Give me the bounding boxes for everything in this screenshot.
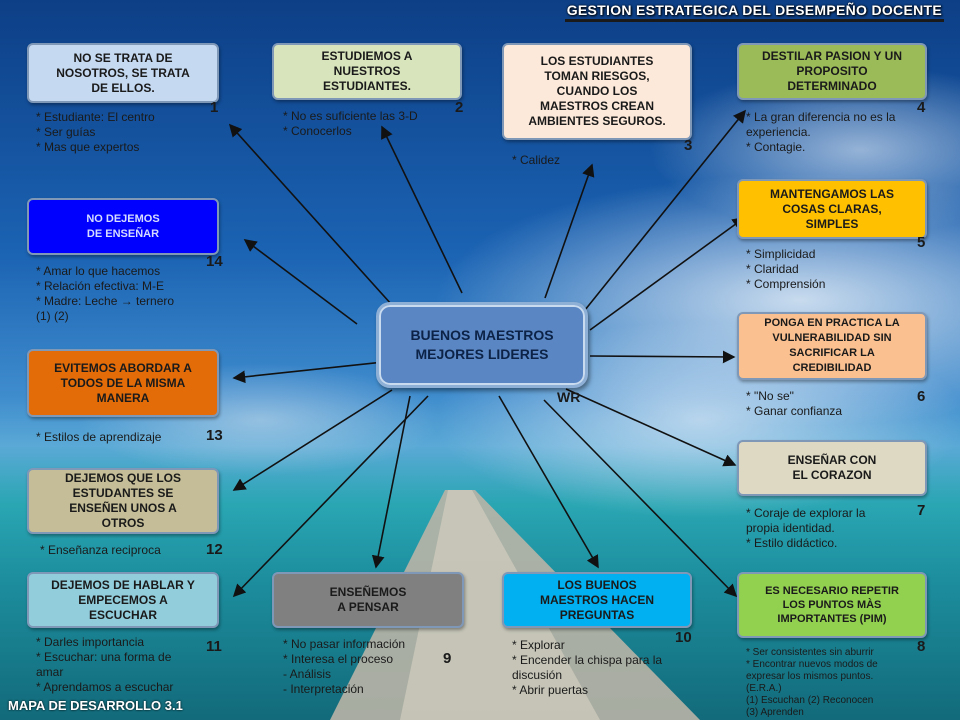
node-3: LOS ESTUDIANTES TOMAN RIESGOS, CUANDO LO… [502,43,692,140]
node-12-notes: * Enseñanza reciproca [40,543,161,557]
arrow-to-node-3 [544,163,595,299]
node-6-number: 6 [917,388,926,405]
node-12: DEJEMOS QUE LOS ESTUDANTES SE ENSEÑEN UN… [27,468,219,534]
arrow-to-node-11 [232,395,429,598]
node-2-notes: * No es suficiente las 3-D * Conocerlos [283,109,418,138]
node-11: DEJEMOS DE HABLAR Y EMPECEMOS A ESCUCHAR [27,572,219,628]
node-13: EVITEMOS ABORDAR A TODOS DE LA MISMA MAN… [27,349,219,417]
page-title: GESTION ESTRATEGICA DEL DESEMPEÑO DOCENT… [564,2,944,22]
node-1-number: 1 [210,99,219,116]
node-1-notes: * Estudiante: El centro * Ser guías * Ma… [36,110,155,154]
node-11-notes: * Darles importancia * Escuchar: una for… [36,635,174,694]
node-8-number: 8 [917,638,926,655]
node-12-number: 12 [206,541,223,558]
arrow-to-node-2 [381,125,463,294]
arrow-to-node-5 [589,217,746,331]
node-5-number: 5 [917,234,926,251]
node-9-number: 9 [443,650,452,667]
arrow-to-node-4 [584,109,747,311]
node-14-number: 14 [206,253,223,270]
node-7-notes: * Coraje de explorar la propia identidad… [746,506,866,550]
node-13-notes: * Estilos de aprendizaje [36,430,162,444]
node-14: NO DEJEMOS DE ENSEÑAR [27,198,219,255]
arrow-to-node-7 [565,388,737,467]
center-tag: WR [557,389,581,405]
node-2-number: 2 [455,99,464,116]
node-4: DESTILAR PASION Y UN PROPOSITO DETERMINA… [737,43,927,100]
node-13-number: 13 [206,427,223,444]
node-14-notes: * Amar lo que hacemos * Relación efectiv… [36,264,175,323]
arrow-to-node-13 [232,361,385,384]
node-9-notes: * No pasar información * Interesa el pro… [283,637,406,696]
node-7: ENSEÑAR CON EL CORAZON [737,440,927,496]
node-9: ENSEÑEMOS A PENSAR [272,572,464,628]
central-node: BUENOS MAESTROS MEJORES LIDERES [376,302,588,388]
node-10: LOS BUENOS MAESTROS HACEN PREGUNTAS [502,572,692,628]
node-5: MANTENGAMOS LAS COSAS CLARAS, SIMPLES [737,179,927,239]
node-1: NO SE TRATA DE NOSOTROS, SE TRATA DE ELL… [27,43,219,103]
node-8-notes: * Ser consistentes sin aburrir * Encontr… [746,647,878,718]
node-6: PONGA EN PRACTICA LA VULNERABILIDAD SIN … [737,312,927,380]
node-7-number: 7 [917,502,926,519]
node-11-number: 11 [206,638,222,655]
node-6-notes: * "No se" * Ganar confianza [746,389,843,418]
arrow-to-node-12 [232,389,393,491]
node-2: ESTUDIEMOS A NUESTROS ESTUDIANTES. [272,43,462,100]
map-label: MAPA DE DESARROLLO 3.1 [8,698,183,713]
node-3-number: 3 [684,137,693,154]
node-10-number: 10 [675,629,692,646]
node-3-notes: * Calidez [512,153,561,167]
arrow-to-node-6 [589,350,736,364]
node-8: ES NECESARIO REPETIR LOS PUNTOS MÀS IMPO… [737,572,927,638]
node-10-notes: * Explorar * Encender la chispa para la … [512,638,663,697]
node-4-number: 4 [917,99,926,116]
arrow-to-node-9 [371,395,411,569]
arrow-to-node-1 [228,123,393,306]
arrow-to-node-10 [498,395,599,569]
node-5-notes: * Simplicidad * Claridad * Comprensión [746,247,826,291]
arrow-to-node-14 [243,239,358,325]
node-4-notes: * La gran diferencia no es la experienci… [746,110,896,154]
arrow-to-node-8 [543,399,738,598]
